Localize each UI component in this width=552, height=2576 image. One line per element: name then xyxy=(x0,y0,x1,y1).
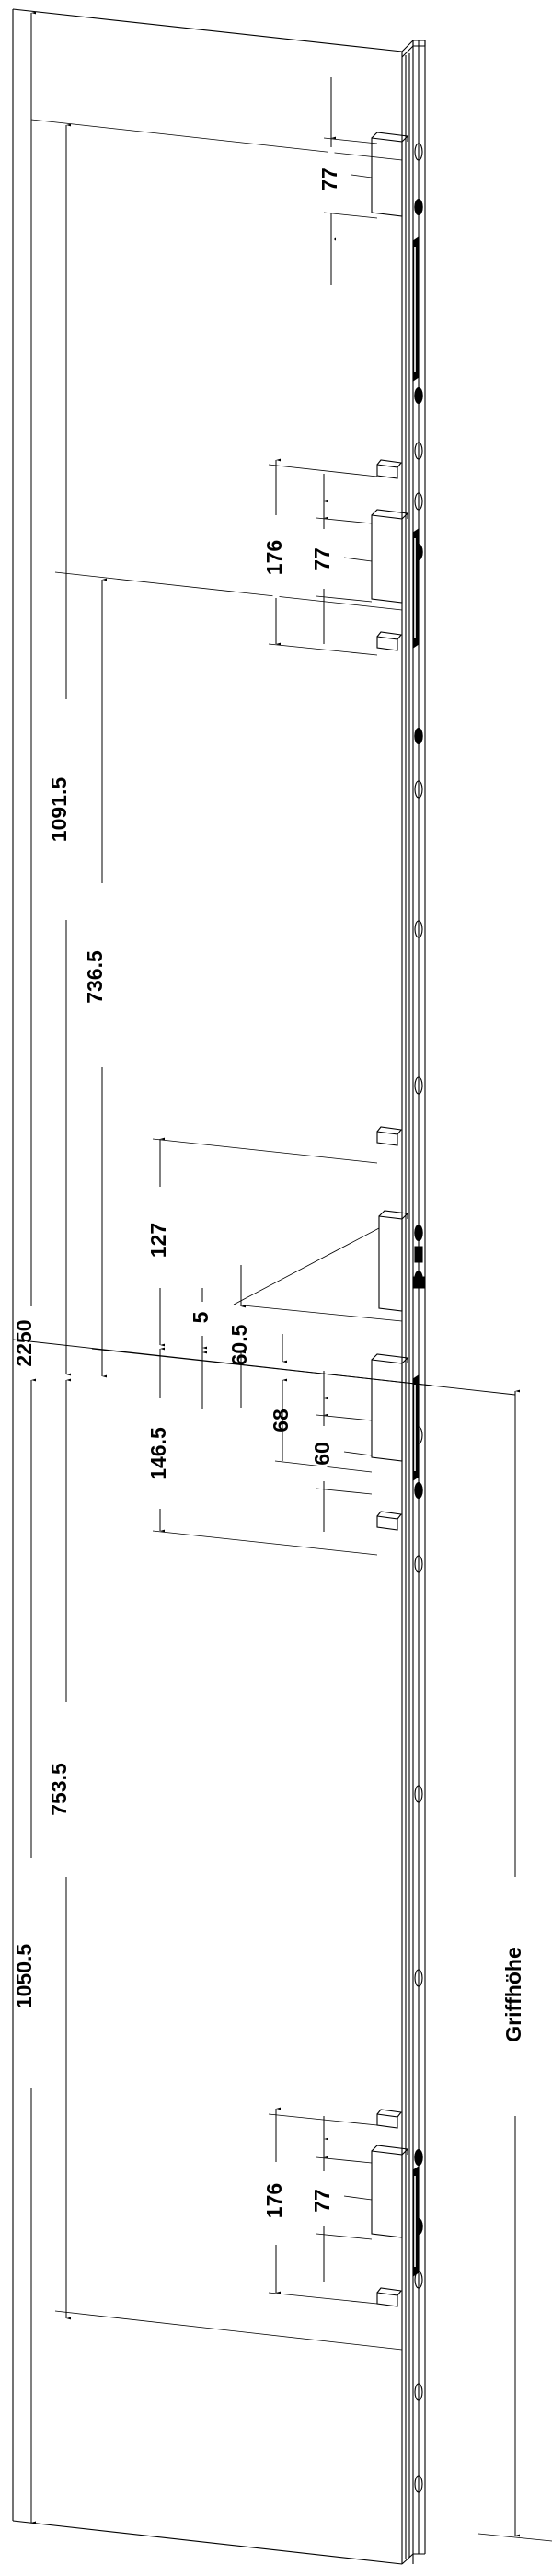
dim-label-127: 127 xyxy=(146,1223,170,1258)
handle-height-reference-line xyxy=(12,1339,516,1396)
dim-736-5 xyxy=(54,571,403,1378)
dim-label-upper-77: 77 xyxy=(310,547,334,571)
dimension-text-layer: 2250 1091.5 736.5 753.5 1050.5 77 176 77… xyxy=(12,167,525,2218)
dim-label-68: 68 xyxy=(269,1409,293,1432)
dim-label-60: 60 xyxy=(310,1442,334,1466)
dim-label-1091-5: 1091.5 xyxy=(47,777,71,843)
dim-60 xyxy=(316,1371,373,1532)
dim-60-5 xyxy=(233,1227,403,1408)
dim-label-146-5: 146.5 xyxy=(146,1427,170,1480)
upper-locking-group xyxy=(371,459,420,651)
dim-upper-176 xyxy=(268,458,378,656)
door-leaf-geometry xyxy=(12,8,426,2565)
dim-label-top-77: 77 xyxy=(317,167,341,191)
dim-top-77 xyxy=(323,77,378,285)
dim-label-60-5: 60.5 xyxy=(227,1324,251,1365)
dim-lower-176 xyxy=(268,2107,378,2305)
dim-label-lower-176: 176 xyxy=(262,2183,286,2218)
dim-146-5 xyxy=(152,1347,378,1556)
dim-label-753-5: 753.5 xyxy=(47,1763,71,1816)
top-locking-case xyxy=(371,132,420,383)
dimension-layer xyxy=(12,11,552,2542)
dim-label-lower-77: 77 xyxy=(310,2189,334,2213)
dim-label-5: 5 xyxy=(189,1311,213,1323)
dim-127 xyxy=(152,1137,378,1347)
dim-label-2250: 2250 xyxy=(12,1319,36,1366)
dim-753-5 xyxy=(54,1378,403,2351)
dim-label-1050-5: 1050.5 xyxy=(12,1944,36,2009)
dim-1091-5 xyxy=(30,119,403,1376)
lower-locking-group xyxy=(371,2109,420,2307)
dim-label-upper-176: 176 xyxy=(262,540,286,575)
dim-label-736-5: 736.5 xyxy=(83,950,107,1004)
dim-upper-77 xyxy=(316,474,373,644)
centre-gearbox-group xyxy=(371,1126,425,1531)
dim-lower-77 xyxy=(316,2116,373,2282)
dim-griffhoehe xyxy=(477,1389,552,2542)
dim-label-griffhoehe: Griffhöhe xyxy=(501,1947,525,2042)
door-leaf-face xyxy=(12,8,403,2565)
